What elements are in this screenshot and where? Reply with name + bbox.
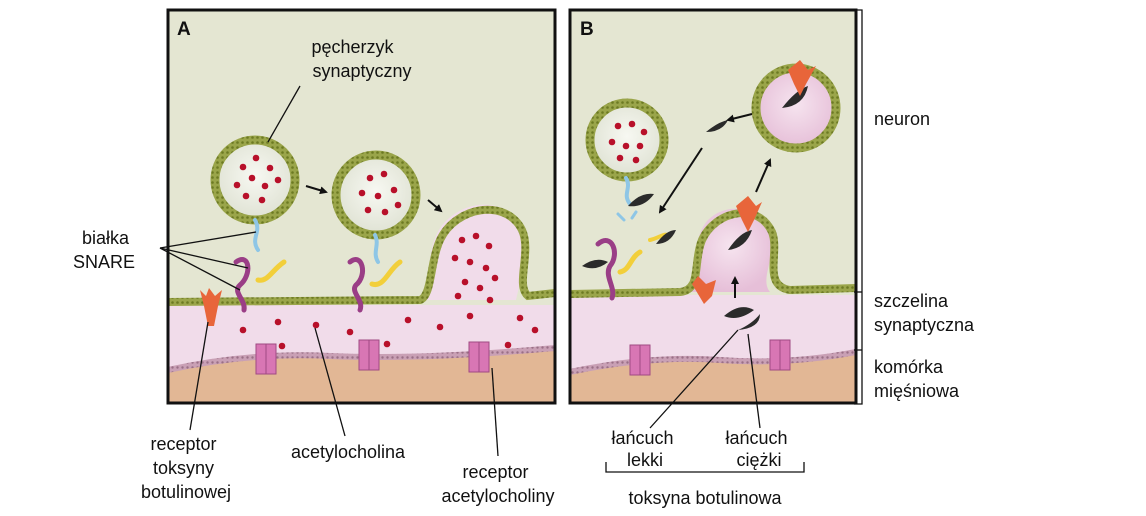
toxin-receptor-a (200, 288, 222, 326)
label-synaptic-cleft: szczelina synaptyczna (874, 291, 975, 335)
panel-a-frame (166, 8, 557, 405)
acetylcholine-dots-vesicle-b (608, 120, 648, 164)
acetylcholine-dots-cleft-a (239, 312, 539, 350)
panel-a-letter: A (177, 19, 191, 40)
label-toxin-receptor: receptor toksyny botulinowej (141, 434, 231, 502)
toxin-bracket (605, 462, 805, 473)
label-ach-receptor: receptor acetylocholiny (441, 462, 554, 506)
toxin-receptors-b (692, 60, 816, 304)
ach-receptors-a (255, 339, 490, 375)
panel-b-letter: B (580, 19, 594, 40)
label-synaptic-vesicle: pęcherzyk synaptyczny (311, 37, 411, 81)
label-snare-proteins: białka SNARE (73, 228, 135, 272)
label-heavy-chain: łańcuch ciężki (725, 428, 792, 470)
arrow-vesicle-move-2 (427, 199, 443, 213)
vesicle-b (585, 98, 669, 182)
arrow-vesicle-move-1 (305, 185, 328, 195)
panel-b (570, 10, 856, 403)
panel-b-frame (568, 8, 858, 405)
label-acetylcholine: acetylocholina (291, 442, 406, 462)
acetylcholine-dots-vesicles-a (233, 154, 499, 304)
leader-lines (159, 85, 761, 457)
label-botulinum-toxin: toksyna botulinowa (628, 488, 782, 508)
presynaptic-membrane-b (570, 209, 856, 298)
label-muscle-cell: komórka mięśniowa (874, 357, 960, 401)
vesicle-1 (210, 135, 300, 225)
label-neuron: neuron (874, 109, 930, 129)
ach-receptors-b (629, 339, 791, 376)
trafficking-arrows (658, 113, 772, 298)
muscle-membrane-b (570, 349, 856, 375)
panel-a (168, 10, 555, 403)
snare-proteins-a (233, 218, 403, 313)
label-light-chain: łańcuch lekki (611, 428, 678, 470)
presynaptic-membrane-a (168, 205, 555, 306)
region-brackets (854, 9, 863, 405)
